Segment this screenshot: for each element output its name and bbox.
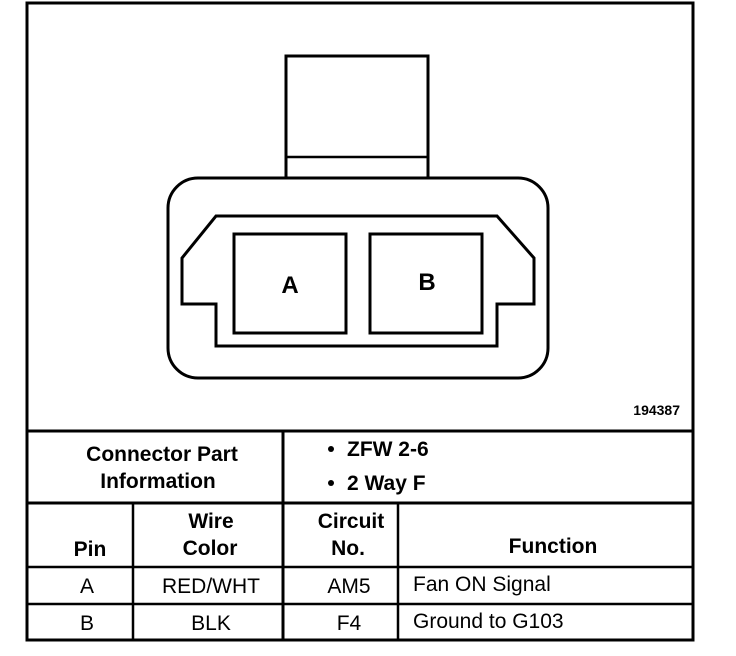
header-wire-color-line2: Color bbox=[183, 537, 238, 560]
header-circuit-line2: No. bbox=[331, 537, 365, 560]
cell-wire-color: BLK bbox=[191, 612, 231, 635]
cell-function: Fan ON Signal bbox=[413, 573, 551, 596]
connector-drawing: A B bbox=[166, 54, 550, 380]
header-wire-color-line1: Wire bbox=[188, 510, 233, 533]
table-row: B BLK F4 Ground to G103 bbox=[80, 610, 564, 635]
table-row: A RED/WHT AM5 Fan ON Signal bbox=[80, 573, 551, 598]
bullet-icon bbox=[328, 480, 334, 486]
outer-frame bbox=[25, 1, 695, 642]
cell-pin: A bbox=[80, 575, 94, 598]
header-circuit-line1: Circuit bbox=[318, 510, 385, 533]
pin-cavity-b bbox=[368, 232, 484, 335]
pin-label-a: A bbox=[281, 272, 298, 299]
connector-info-label-line2: Information bbox=[100, 470, 216, 493]
cell-pin: B bbox=[80, 612, 94, 635]
locking-tab bbox=[284, 54, 430, 183]
cell-circuit: AM5 bbox=[327, 575, 370, 598]
figure-number: 194387 bbox=[633, 402, 680, 418]
connector-body bbox=[166, 176, 550, 380]
cell-function: Ground to G103 bbox=[413, 610, 564, 633]
pin-label-b: B bbox=[418, 269, 435, 296]
bullet-icon bbox=[328, 446, 334, 452]
pin-table-header: Pin Wire Color Circuit No. Function bbox=[74, 510, 598, 561]
table-grid bbox=[27, 429, 693, 640]
connector-info-item: ZFW 2-6 bbox=[347, 438, 429, 461]
header-pin: Pin bbox=[74, 538, 107, 561]
connector-info-label-line1: Connector Part bbox=[86, 443, 238, 466]
connector-info-item: 2 Way F bbox=[347, 472, 426, 495]
connector-cavity bbox=[180, 214, 536, 348]
pin-cavity-a bbox=[232, 232, 348, 335]
cell-circuit: F4 bbox=[337, 612, 362, 635]
cell-wire-color: RED/WHT bbox=[162, 575, 260, 598]
connector-part-info: Connector Part Information ZFW 2-6 2 Way… bbox=[86, 438, 429, 495]
header-function: Function bbox=[509, 535, 598, 558]
